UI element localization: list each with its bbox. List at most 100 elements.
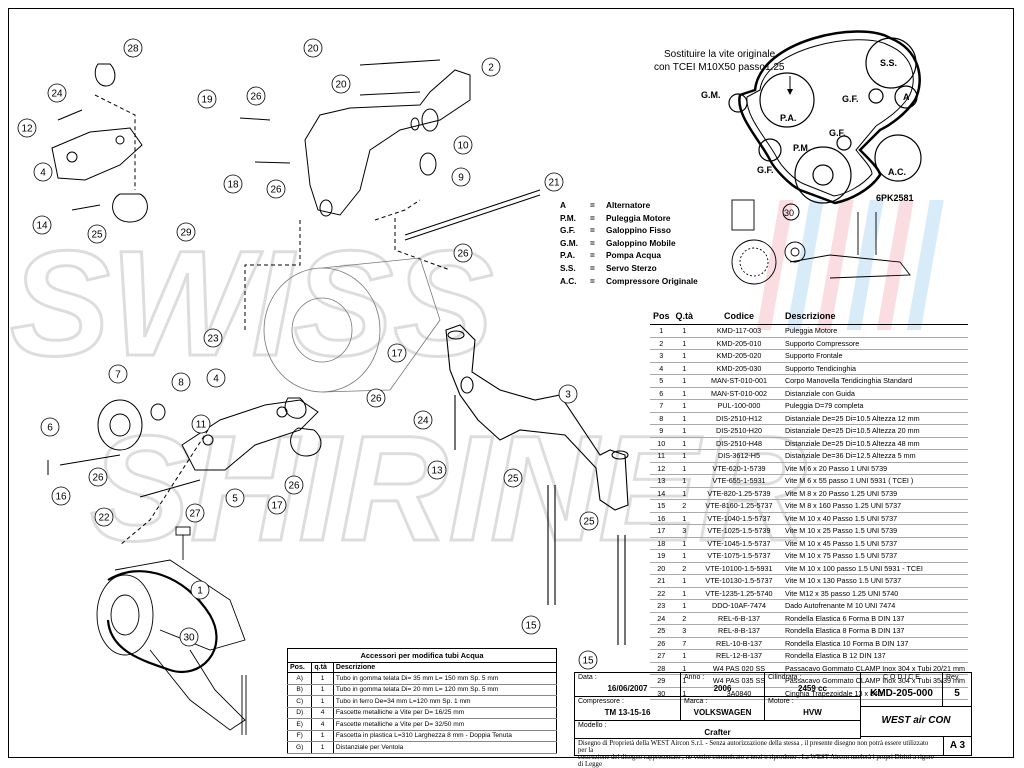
cell-code: VTE-655-1-5931 [696,474,782,488]
callout-bubble [47,83,67,103]
callout-bubble [225,488,245,508]
header-description: Descrizione [781,308,968,325]
callout-number: 5 [232,494,238,505]
legend-entry: P.A.=Pompa Acqua [560,250,698,263]
cell-pos: 21 [650,574,673,588]
callout-bubble [197,89,217,109]
acc-cell-pos: C) [287,695,313,708]
cell-qty: 1 [672,387,697,400]
cell-qty: 1 [672,599,697,613]
legend-desc: Puleggia Motore [606,212,671,223]
cell-code: KMD-205-030 [696,362,782,375]
callout-number: 26 [288,481,300,492]
callout-number: 19 [201,95,213,106]
cell-pos: 5 [650,374,673,388]
cell-qty: 1 [672,424,697,438]
callout-bubble [521,615,541,635]
cell-code: REL-6-B-137 [696,612,782,625]
callout-bubble [453,243,473,263]
legend-abbr: P.M. [560,212,576,223]
pulley-pm [794,146,852,204]
legend-entry: P.M. = Puleggia Motore [560,213,698,226]
callout-number: 6 [47,423,53,434]
acc-cell-pos: B) [287,684,313,696]
tb-marca: Marca : VOLKSWAGEN [681,697,765,721]
acc-cell-pos: G) [287,741,313,754]
callout-number: 26 [250,92,262,103]
cell-description: Distanziale De=25 Di=10.5 Altezza 20 mm [781,424,968,438]
cell-qty: 1 [672,349,697,363]
cell-description: Rondella Elastica B 12 DIN 137 [781,649,968,663]
callout-bubble [108,364,128,384]
acc-cell-desc: Distanziale per Ventola [333,741,558,754]
tb-brand-value: VOLKSWAGEN [693,708,752,717]
label-a: A [903,92,910,102]
cell-code: DIS-2510-H20 [696,424,782,438]
cell-code: KMD-117-003 [696,324,782,338]
callout-bubble [206,368,226,388]
cell-qty: 1 [672,399,697,413]
cell-qty: 1 [672,362,697,375]
cell-pos: 16 [650,512,673,525]
callout-bubble [451,167,471,187]
callout-number: 3 [565,390,571,401]
cell-pos: 10 [650,437,673,450]
cell-pos: 28 [650,662,673,675]
cell-pos: 23 [650,599,673,613]
cell-description: Distanziale De=25 Di=10.5 Altezza 12 mm [781,412,968,425]
callout-bubble [51,486,71,506]
cell-qty: 1 [672,412,697,425]
cell-pos: 24 [650,612,673,625]
legend-abbr: S.S. [560,262,576,273]
cell-qty: 1 [672,437,697,450]
legend-entry: A=Alternatore [560,200,698,213]
cell-description: Passacavo Gommato CLAMP Inox 304 x Tubi … [781,674,968,688]
cell-code: VTE-1235-1.25-5740 [696,587,782,600]
legend-abbr: G.F. [560,225,576,236]
tb-rev: Rev. 5 [943,673,971,707]
pulley-ac [874,134,922,182]
cell-pos: 1 [650,324,673,338]
callout-bubble [223,174,243,194]
legend-equals: = [590,225,595,236]
tb-rev-value: 5 [954,688,960,699]
cell-description: Passacavo Gommato CLAMP Inox 304 x Tubi … [781,662,968,675]
callout-number: 26 [270,185,282,196]
acc-cell-qty: 4 [311,707,334,719]
cell-code: VTE-820-1.25-5739 [696,487,782,500]
cell-pos: 8 [650,412,673,425]
cell-code: DIS-2510-H12 [696,412,782,425]
acc-cell-pos: A) [287,672,313,685]
cell-qty: 1 [672,549,697,563]
callout-number: 25 [583,517,595,528]
tb-displacement-value: 2459 cc [798,684,827,693]
tb-code-value: KMD-205-000 [870,688,933,699]
callout-bubble [185,503,205,523]
cell-description: Distanziale De=25 Di=10.5 Altezza 48 mm [781,437,968,450]
callout-bubble [427,460,447,480]
cell-pos: 20 [650,562,673,575]
callout-number: 21 [548,178,560,189]
legend-entry: G.F.=Galoppino Fisso [560,225,698,238]
cell-pos: 27 [650,649,673,663]
callout-bubble [88,467,108,487]
legend-equals: = [590,212,595,223]
cell-pos: 11 [650,449,673,463]
legend-desc: Compressore Originale [606,275,698,286]
tb-anno: Anno : 2006 [681,673,765,697]
cell-pos: 12 [650,462,673,475]
acc-cell-qty: 4 [311,718,334,731]
callout-number: 26 [92,473,104,484]
tensioner-assembly [47,397,322,546]
